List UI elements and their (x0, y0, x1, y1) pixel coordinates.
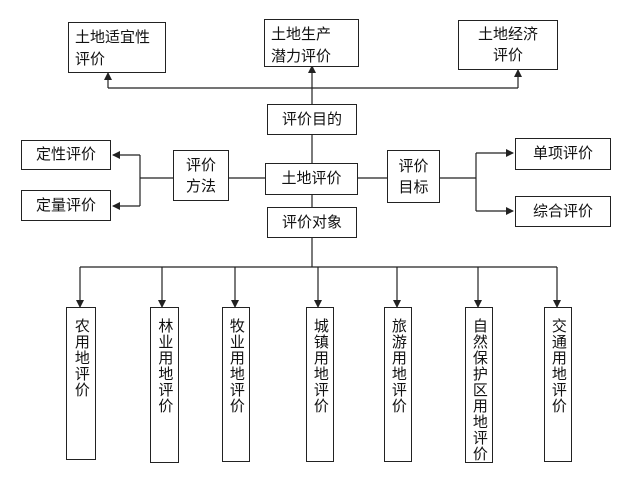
purpose-item-line1: 土地经济 (477, 25, 538, 43)
method-item-qualitative: 定性评价 (21, 140, 111, 170)
target-item-single: 单项评价 (515, 138, 611, 170)
method-line2: 方法 (185, 176, 216, 195)
purpose-item-line2: 潜力评价 (271, 46, 332, 65)
target-item-comprehensive: 综合评价 (515, 196, 611, 227)
purpose-item-line2: 评价 (492, 46, 523, 64)
purpose-item-productivity: 土地生产 潜力评价 (264, 19, 359, 67)
object-box: 评价对象 (267, 207, 357, 238)
method-line1: 评价 (185, 155, 216, 174)
center-box: 土地评价 (265, 163, 358, 195)
purpose-item-suitability: 土地适宜性 评价 (68, 22, 166, 73)
target-line1: 评价 (398, 156, 429, 175)
object-item-transport: 交通用地评价 (544, 307, 572, 462)
object-item-tourism: 旅游用地评价 (384, 307, 412, 462)
purpose-box: 评价目的 (267, 104, 357, 135)
object-item-reserve: 自然保护区用地评价 (465, 307, 493, 463)
purpose-item-line1: 土地适宜性 (75, 28, 151, 46)
purpose-item-line2: 评价 (75, 49, 106, 68)
object-item-pasture: 牧业用地评价 (222, 307, 250, 462)
target-line2: 目标 (398, 177, 429, 196)
object-item-farmland: 农用地评价 (66, 307, 96, 460)
purpose-item-economic: 土地经济 评价 (458, 20, 558, 70)
purpose-item-line1: 土地生产 (271, 25, 332, 43)
target-box: 评价 目标 (387, 150, 440, 203)
object-item-urban: 城镇用地评价 (306, 307, 334, 462)
object-item-forestry: 林业用地评价 (150, 307, 179, 463)
method-item-quantitative: 定量评价 (21, 190, 111, 221)
method-box: 评价 方法 (173, 150, 229, 201)
